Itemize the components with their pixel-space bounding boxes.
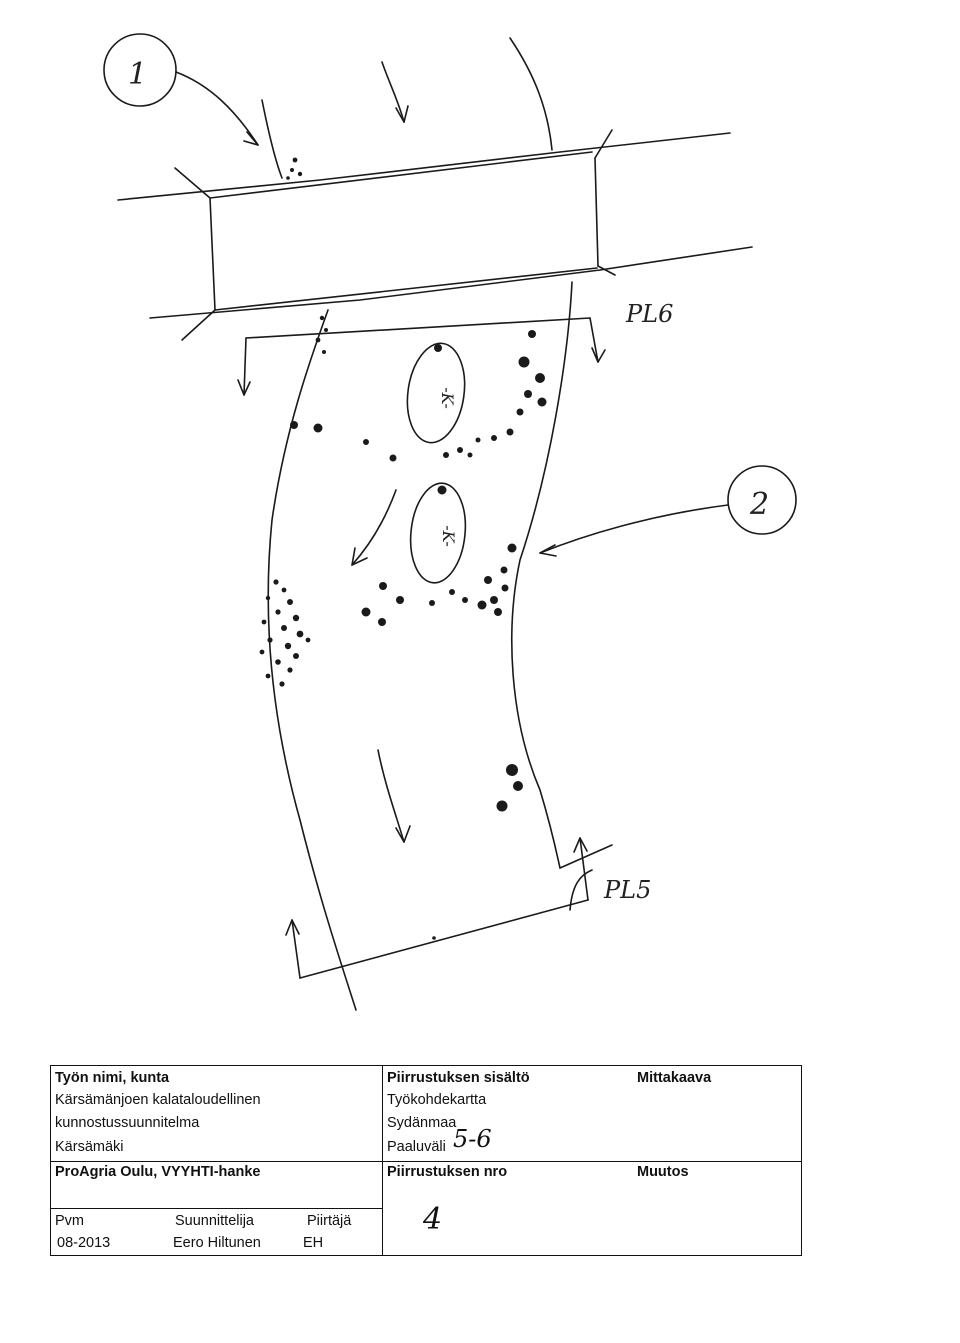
pl5-label: PL5 bbox=[603, 876, 651, 904]
site-sketch: 1 2 PL6 PL5 -K- -K- bbox=[103, 33, 797, 1011]
right-bank bbox=[511, 281, 573, 869]
work-name-header: Työn nimi, kunta bbox=[55, 1070, 170, 1086]
boulder-k-lower bbox=[409, 482, 467, 584]
divider-date-top bbox=[51, 1208, 382, 1209]
drafter-value: EH bbox=[303, 1235, 324, 1251]
content-line-3-value: 5-6 bbox=[453, 1125, 492, 1153]
divider-right-mid bbox=[382, 1161, 801, 1162]
work-line-3: Kärsämäki bbox=[55, 1139, 124, 1155]
callout-1 bbox=[103, 33, 259, 146]
scale-header: Mittakaava bbox=[637, 1070, 712, 1086]
flow-arrow-bottom bbox=[377, 749, 411, 843]
title-block: Työn nimi, kunta Kärsämänjoen kalataloud… bbox=[50, 1065, 802, 1256]
designer-value: Eero Hiltunen bbox=[173, 1235, 261, 1251]
pl6-section-line bbox=[237, 317, 606, 396]
content-header: Piirrustuksen sisältö bbox=[387, 1070, 530, 1086]
callout-1-label: 1 bbox=[128, 57, 147, 92]
content-line-2: Sydänmaa bbox=[387, 1115, 457, 1131]
work-line-1: Kärsämänjoen kalataloudellinen bbox=[55, 1092, 261, 1108]
pl5-section-line bbox=[285, 837, 613, 979]
drawing-no-value: 4 bbox=[423, 1202, 443, 1237]
drawing-no-header: Piirrustuksen nro bbox=[387, 1164, 508, 1180]
upstream-bank-left bbox=[261, 99, 283, 179]
pl6-label: PL6 bbox=[625, 300, 673, 328]
date-header: Pvm bbox=[55, 1213, 84, 1229]
boulder-k-upper bbox=[406, 342, 466, 444]
flow-arrow-top bbox=[381, 61, 409, 123]
left-bank bbox=[267, 309, 357, 1011]
designer-header: Suunnittelija bbox=[175, 1213, 254, 1229]
flow-arrow-middle bbox=[351, 489, 397, 566]
divider-org-top bbox=[51, 1161, 382, 1162]
boulder-lower-label: -K- bbox=[439, 525, 458, 547]
boulder-upper-label: -K- bbox=[438, 387, 457, 409]
date-value: 08-2013 bbox=[57, 1235, 111, 1251]
divider-vertical-main bbox=[382, 1066, 383, 1255]
change-header: Muutos bbox=[637, 1164, 689, 1180]
upstream-bank bbox=[509, 37, 553, 151]
content-line-1: Työkohdekartta bbox=[387, 1092, 487, 1108]
drafter-header: Piirtäjä bbox=[307, 1213, 352, 1229]
content-line-3-label: Paaluväli bbox=[387, 1139, 446, 1155]
work-line-2: kunnostussuunnitelma bbox=[55, 1115, 200, 1131]
stones bbox=[259, 157, 547, 940]
bridge bbox=[117, 129, 753, 341]
organization: ProAgria Oulu, VYYHTI-hanke bbox=[55, 1164, 261, 1180]
callout-2 bbox=[539, 465, 797, 557]
callout-2-label: 2 bbox=[749, 487, 769, 522]
